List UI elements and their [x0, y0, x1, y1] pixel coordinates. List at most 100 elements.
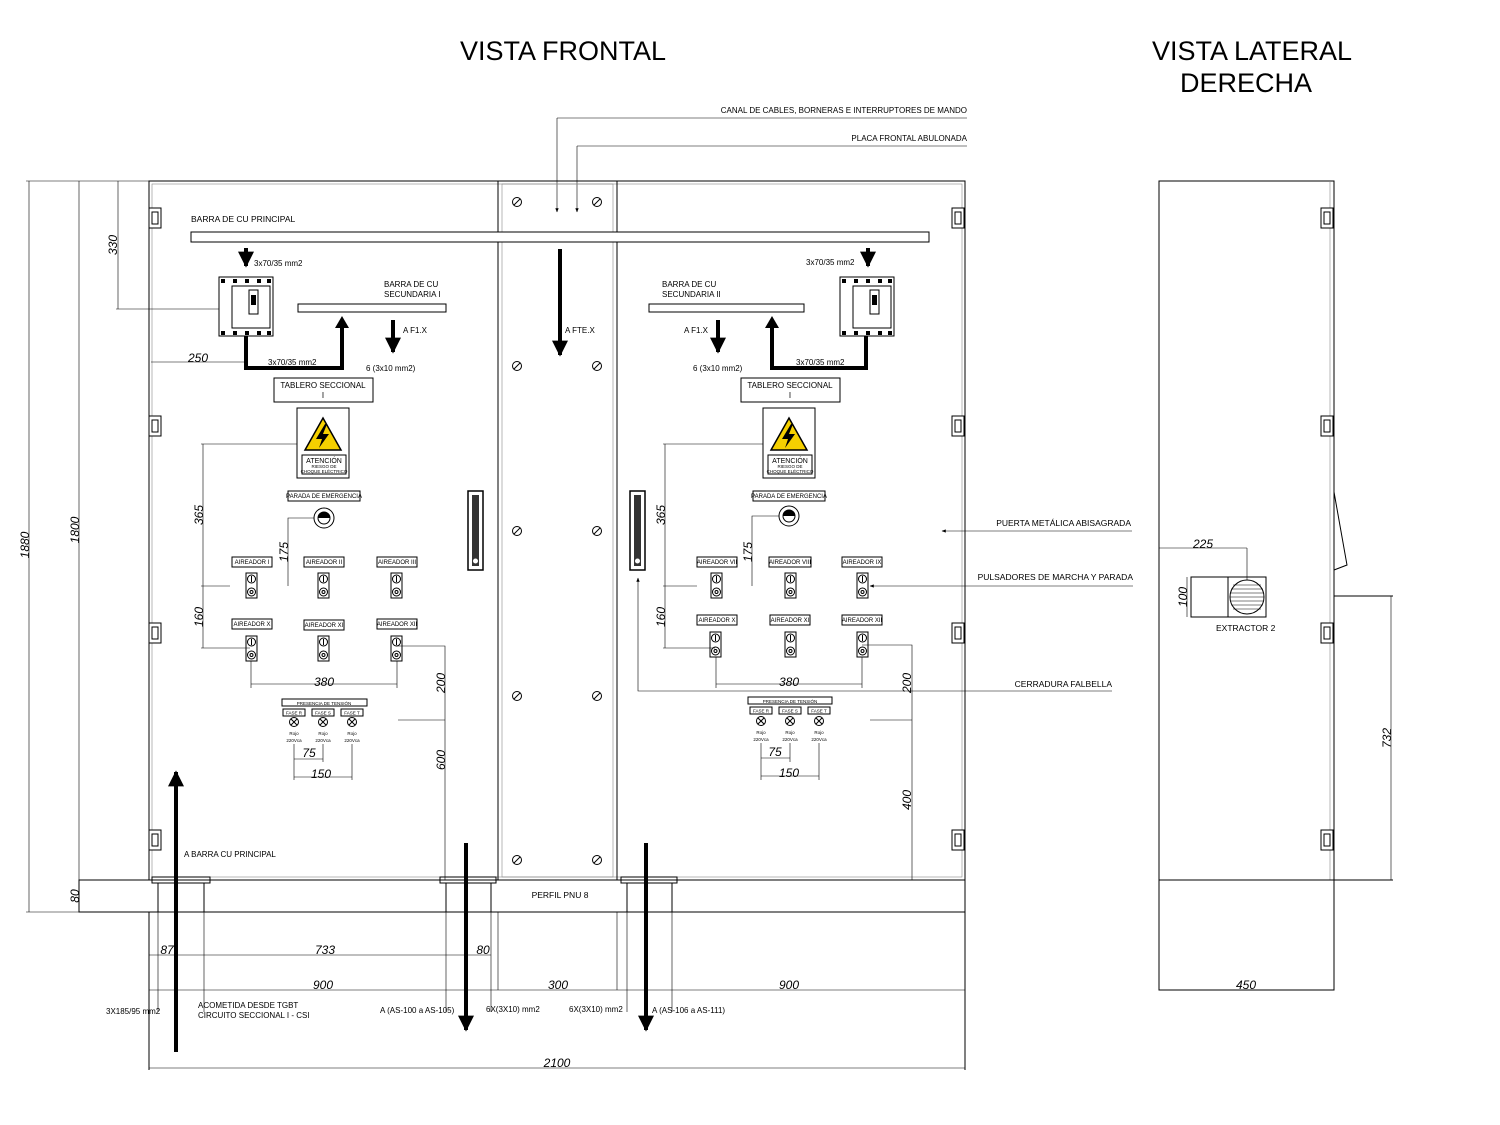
right-vca-1: 220Vca	[753, 737, 769, 742]
left-aireador-5-switch	[317, 635, 330, 662]
callout-cerradura-text: CERRADURA FALBELLA	[1015, 679, 1113, 689]
right-parada-plate	[752, 490, 826, 502]
right-aireador-row2: AIREADOR X AIREADOR XI AIREADOR XII	[696, 614, 883, 658]
left-presencia-plate	[281, 698, 368, 707]
dim-1880: 1880	[18, 531, 32, 558]
right-aireador-2-switch	[784, 572, 797, 599]
left-aireador-1-switch	[245, 572, 258, 599]
dim-100: 100	[1176, 587, 1190, 607]
front-cabinet	[78, 180, 966, 1070]
callout-pulsadores-text: PULSADORES DE MARCHA Y PARADA	[978, 572, 1134, 582]
side-view-title-line2: DERECHA	[1180, 68, 1312, 98]
dim-365-right: 365	[654, 505, 668, 525]
side-view: EXTRACTOR 2 225 100 732 450	[1158, 180, 1394, 992]
dim-300: 300	[548, 978, 568, 992]
left-vca-3: 220Vca	[344, 738, 360, 743]
callout-canal: CANAL DE CABLES, BORNERAS E INTERRUPTORE…	[555, 106, 967, 213]
left-breaker-group: 3x70/35 mm2 3x70/35 mm2	[218, 248, 349, 370]
right-aireador-row1: AIREADOR VII AIREADOR VIII AIREADOR IX	[696, 556, 883, 599]
dim-75-left: 75	[302, 746, 316, 760]
width-dimensions: 87 733 80 900 300 900 2100	[149, 943, 965, 1070]
callout-canal-text: CANAL DE CABLES, BORNERAS E INTERRUPTORE…	[721, 106, 967, 115]
right-vca-3: 220Vca	[811, 737, 827, 742]
right-aireador-6-label: AIREADOR XII	[842, 618, 883, 624]
dim-175-left: 175	[277, 542, 291, 562]
cable-3x185-label: 3X185/95 mm2	[106, 1007, 161, 1016]
right-presencia-text: PRESENCIA DE TENSIÓN	[763, 698, 817, 704]
right-rojo-1: Rojo	[756, 730, 766, 735]
side-cabinet	[1158, 180, 1335, 881]
dim-200-right: 200	[900, 673, 914, 694]
dim-150-left: 150	[311, 767, 331, 781]
extractor-fan-icon	[1230, 584, 1264, 610]
left-aireador-6-label: AIREADOR XII	[377, 622, 418, 628]
right-riesgo-l2: CHOQUE ELÉCTRICO	[767, 468, 814, 474]
callout-pulsadores: PULSADORES DE MARCHA Y PARADA	[869, 572, 1134, 588]
right-door-panel: TABLERO SECCIONAL I ATENCIÓN RIESGO DE C…	[629, 377, 914, 881]
sec-bar-1-line1: BARRA DE CU	[384, 280, 438, 289]
left-aireador-6-switch	[390, 635, 403, 662]
left-aireador-3-label: AIREADOR III	[378, 560, 416, 566]
right-rojo-2: Rojo	[785, 730, 795, 735]
six-cable-right-label: 6X(3X10) mm2	[569, 1005, 623, 1014]
left-atencion-text: ATENCIÓN	[306, 456, 342, 465]
left-aireador-1-label: AIREADOR I	[235, 560, 270, 566]
dim-87: 87	[160, 943, 175, 957]
right-breaker-group: 3x70/35 mm2 3x70/35 mm2	[765, 248, 895, 370]
left-vca-2: 220Vca	[315, 738, 331, 743]
right-tablero-line1: TABLERO SECCIONAL	[747, 381, 833, 390]
callout-placa: PLACA FRONTAL ABULONADA	[575, 134, 968, 213]
dim-380-right: 380	[779, 675, 799, 689]
left-fase-r: FASE R	[286, 711, 303, 716]
right-tablero-plate	[740, 377, 841, 403]
six-cable-left-label: 6X(3X10) mm2	[486, 1005, 540, 1014]
right-tablero-line2: I	[789, 391, 791, 400]
a-barra-label: A BARRA CU PRINCIPAL	[184, 850, 276, 859]
main-copper-bar	[190, 231, 930, 243]
right-fase-t: FASE T	[811, 709, 827, 714]
dim-75-right: 75	[768, 745, 782, 759]
callout-puerta-text: PUERTA METÁLICA ABISAGRADA	[996, 518, 1131, 528]
left-vca-1: 220Vca	[286, 738, 302, 743]
right-presencia-plate	[747, 696, 833, 705]
dim-400-right: 400	[900, 790, 914, 810]
dim-175-right: 175	[741, 542, 755, 562]
dim-733: 733	[315, 943, 335, 957]
left-fase-s: FASE S	[315, 711, 331, 716]
left-aireador-2-label: AIREADOR II	[306, 560, 343, 566]
dim-365-left: 365	[192, 505, 206, 525]
right-six-label: 6 (3x10 mm2)	[693, 364, 743, 373]
side-handle	[1333, 491, 1348, 571]
height-dimensions: 1880 1800 80 330 250	[18, 180, 246, 913]
left-riesgo-l2: CHOQUE ELÉCTRICO	[301, 468, 348, 474]
dim-80: 80	[68, 889, 82, 903]
dim-80b: 80	[476, 943, 490, 957]
left-presencia-text: PRESENCIA DE TENSIÓN	[297, 700, 351, 706]
bottom-conduits: PERFIL PNU 8 3X185/95 mm2 ACOMETIDA DESD…	[106, 843, 725, 1032]
right-riesgo-l1: RIESGO DE	[777, 464, 802, 469]
left-aireador-5-label: AIREADOR XI	[305, 623, 344, 629]
left-aireador-row2: AIREADOR X AIREADOR XI AIREADOR XII	[231, 618, 418, 662]
right-fase-r: FASE R	[753, 709, 770, 714]
right-pilot-lamps	[756, 716, 824, 726]
right-aireador-1-label: AIREADOR VII	[697, 560, 738, 566]
left-cable-in-label: 3x70/35 mm2	[254, 259, 303, 268]
secondary-bar-1	[297, 303, 447, 313]
dim-380-left: 380	[314, 675, 334, 689]
left-aireador-2-switch	[317, 572, 330, 599]
dim-732: 732	[1380, 728, 1394, 748]
middle-plate	[497, 180, 618, 881]
side-base	[1158, 879, 1335, 991]
dim-160-right: 160	[654, 607, 668, 627]
acometida-line2: CIRCUITO SECCIONAL I - CSI	[198, 1011, 310, 1020]
dest-left-label: A (AS-100 a AS-105)	[380, 1006, 455, 1015]
dim-600-left: 600	[434, 750, 448, 770]
right-vca-2: 220Vca	[782, 737, 798, 742]
right-aireador-2-label: AIREADOR VIII	[769, 560, 811, 566]
plate-bolts	[512, 197, 602, 865]
left-aireador-4-label: AIREADOR X	[233, 622, 270, 628]
right-fase-s: FASE S	[782, 709, 798, 714]
sec-bar-1-line2: SECUNDARIA I	[384, 290, 440, 299]
right-rojo-3: Rojo	[814, 730, 824, 735]
